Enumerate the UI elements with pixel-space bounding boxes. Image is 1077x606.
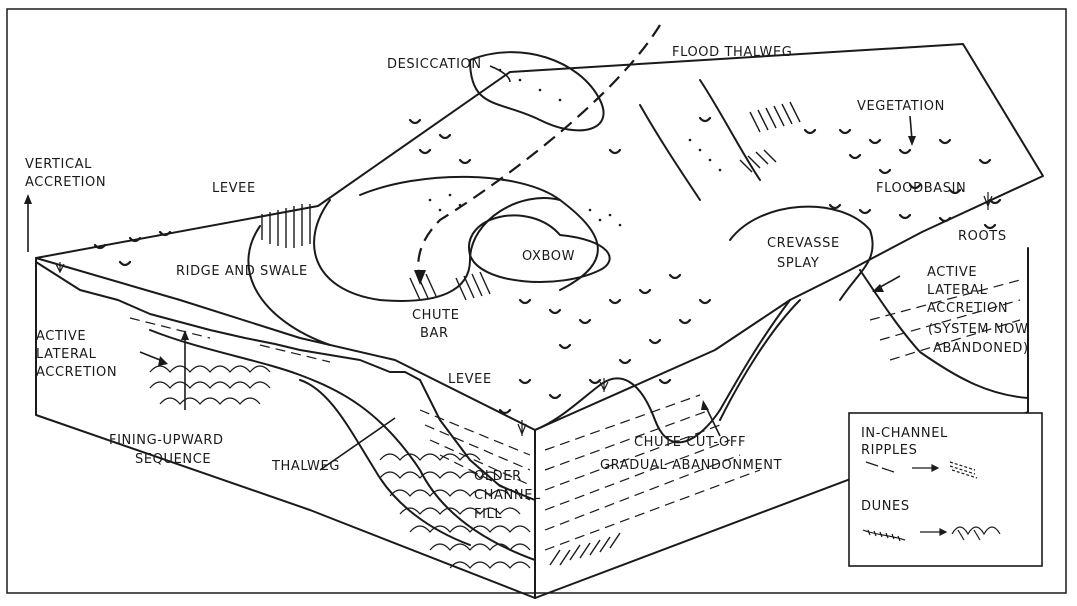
label-splay: SPLAY	[777, 256, 819, 271]
label-lateral-left: LATERAL	[36, 347, 97, 362]
active-lateral-arrow-left	[140, 352, 168, 366]
active-lateral-arrow-right	[872, 276, 900, 292]
label-thalweg: THALWEG	[271, 459, 340, 474]
label-vertical: VERTICAL	[25, 157, 92, 172]
legend-box: IN-CHANNEL RIPPLES DUNES	[849, 413, 1042, 566]
vertical-accretion-arrow	[24, 194, 32, 252]
crevasse-splay	[730, 207, 873, 300]
label-crevasse: CREVASSE	[767, 236, 840, 251]
label-levee-top: LEVEE	[212, 181, 256, 196]
stipple	[429, 69, 722, 227]
right-channel-left-bank	[720, 300, 800, 420]
flood-thalweg-arrow	[414, 270, 426, 285]
label-active-right: ACTIVE	[927, 265, 977, 280]
label-levee-bottom: LEVEE	[448, 372, 492, 387]
channel-bank-line-2	[700, 80, 760, 180]
right-ground-profile	[535, 300, 790, 442]
ridge-swale-outer	[248, 226, 330, 345]
meander-features	[248, 25, 872, 345]
label-accretion: ACCRETION	[25, 175, 106, 190]
label-abandoned: ABANDONED)	[933, 341, 1029, 356]
desiccation-lens	[470, 52, 604, 130]
legend-ripples: RIPPLES	[861, 443, 917, 458]
legend-in-channel: IN-CHANNEL	[861, 426, 948, 441]
label-accretion-right: ACCRETION	[927, 301, 1008, 316]
label-active-left: ACTIVE	[36, 329, 86, 344]
label-vegetation: VEGETATION	[857, 99, 945, 114]
label-accretion-left: ACCRETION	[36, 365, 117, 380]
label-flood-thalweg: FLOOD THALWEG	[672, 45, 792, 60]
label-desiccation: DESICCATION	[387, 57, 482, 72]
label-floodbasin: FLOODBASIN	[876, 181, 966, 196]
label-ridge-and-swale: RIDGE AND SWALE	[176, 264, 308, 279]
label-chute: CHUTE	[412, 308, 460, 323]
label-fill: FILL	[474, 507, 502, 522]
channel-bank-line	[640, 105, 700, 200]
levee-hatching	[262, 102, 800, 248]
label-roots: ROOTS	[958, 229, 1007, 244]
legend-dunes: DUNES	[861, 499, 910, 514]
right-cross-bedding	[550, 533, 620, 565]
label-lateral-right: LATERAL	[927, 283, 988, 298]
label-gradual-abandonment: GRADUAL ABANDONMENT	[600, 458, 782, 473]
left-cross-section	[36, 262, 535, 568]
label-channel: CHANNEL	[474, 488, 541, 503]
label-system-now: (SYSTEM NOW	[928, 322, 1028, 337]
label-sequence: SEQUENCE	[135, 452, 211, 467]
label-older: OLDER	[474, 469, 522, 484]
label-bar: BAR	[420, 326, 449, 341]
label-fining-upward: FINING-UPWARD	[109, 433, 224, 448]
vegetation-leader	[908, 116, 916, 146]
label-chute-cutoff: CHUTE CUT-OFF	[634, 435, 746, 450]
left-face-outline	[36, 258, 535, 598]
label-oxbow: OXBOW	[522, 249, 575, 264]
